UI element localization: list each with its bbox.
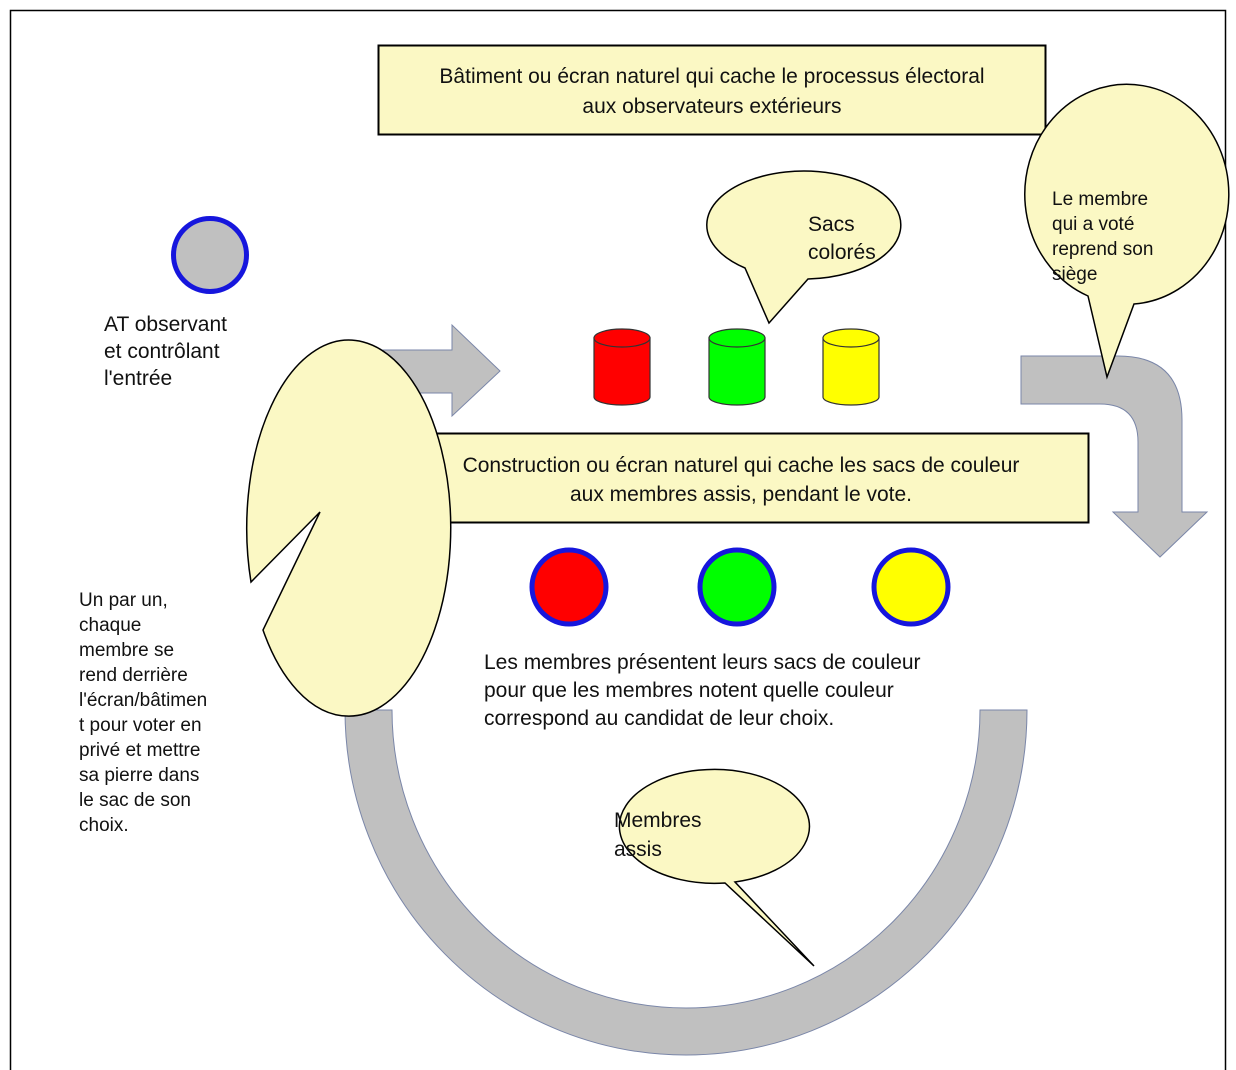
return-callout-line-1: Le membre [1052, 189, 1148, 210]
seated-members-arc [344, 709, 1028, 1056]
seated-callout-line-2: assis [614, 838, 662, 861]
red-member-circle [529, 547, 609, 627]
bags-callout-line-1: Sacs [808, 213, 855, 236]
vote-callout-line-6: t pour voter en [79, 715, 202, 736]
seated-callout-line-1: Membres [614, 809, 702, 832]
vote-callout-line-9: le sac de son [79, 790, 191, 811]
bags-callout: Sacs colorés [706, 170, 902, 325]
vote-callout-line-4: rend derrière [79, 665, 188, 686]
present-text: Les membres présentent leurs sacs de cou… [484, 651, 921, 730]
top-screen-box: Bâtiment ou écran naturel qui cache le p… [377, 44, 1047, 136]
observer-label-line-3: l'entrée [104, 367, 172, 390]
observer-label-line-2: et contrôlant [104, 340, 220, 363]
vote-callout-line-7: privé et mettre [79, 740, 200, 761]
return-arrow [1020, 355, 1209, 558]
return-callout-line-3: reprend son [1052, 239, 1153, 260]
vote-callout-line-3: membre se [79, 640, 174, 661]
observer: AT observant et contrôlant l'entrée [104, 216, 249, 390]
red-bag-icon [593, 328, 651, 406]
middle-box-line-2: aux membres assis, pendant le vote. [570, 483, 912, 506]
return-callout-line-2: qui a voté [1052, 214, 1134, 235]
seated-callout: Membres assis [614, 768, 815, 967]
present-text-line-3: correspond au candidat de leur choix. [484, 707, 834, 730]
observer-label-line-1: AT observant [104, 313, 227, 336]
vote-callout: Un par un, chaque membre se rend derrièr… [79, 339, 452, 836]
green-member-circle [697, 547, 777, 627]
top-box-line-1: Bâtiment ou écran naturel qui cache le p… [439, 65, 984, 88]
vote-callout-line-1: Un par un, [79, 590, 168, 611]
present-text-line-2: pour que les membres notent quelle coule… [484, 679, 894, 702]
top-box-line-2: aux observateurs extérieurs [582, 95, 841, 118]
green-bag-icon [708, 328, 766, 406]
bags-callout-line-2: colorés [808, 241, 876, 264]
vote-callout-line-8: sa pierre dans [79, 765, 199, 786]
present-text-line-1: Les membres présentent leurs sacs de cou… [484, 651, 921, 674]
vote-callout-line-5: l'écran/bâtimen [79, 690, 207, 711]
return-callout-line-4: siège [1052, 264, 1097, 285]
middle-box-line-1: Construction ou écran naturel qui cache … [463, 454, 1020, 477]
yellow-member-circle [871, 547, 951, 627]
vote-callout-line-10: choix. [79, 815, 129, 836]
middle-screen-box: Construction ou écran naturel qui cache … [393, 432, 1090, 524]
diagram-frame [9, 9, 1227, 1070]
vote-callout-line-2: chaque [79, 615, 141, 636]
yellow-bag-icon [822, 328, 880, 406]
observer-circle [171, 216, 249, 294]
return-callout: Le membre qui a voté reprend son siège [1024, 83, 1230, 380]
